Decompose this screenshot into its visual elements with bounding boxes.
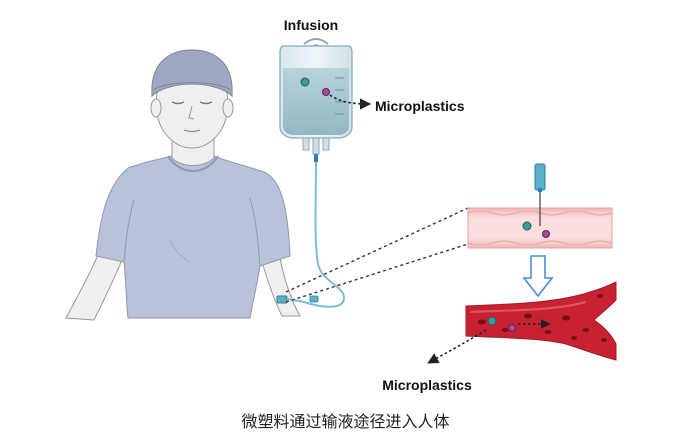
iv-bag [279,38,353,162]
bag-to-label-arrow [329,94,372,110]
blood-vessel [465,281,617,361]
shirt [95,155,291,319]
microplastic-particle-teal [300,77,310,87]
zoom-line-top [285,207,469,293]
vessel-injection-view [467,163,613,249]
vessel-to-label-arrow [427,329,487,364]
syringe-needle [534,163,546,191]
microplastic-particle-purple [322,88,330,96]
microplastics-label-bag: Microplastics [375,98,465,114]
patient-figure [65,49,301,321]
blood-particle-purple [508,324,516,332]
figure-caption: 微塑料通过输液途径进入人体 [241,412,450,431]
vessel-particle-purple [542,230,550,238]
infusion-label: Infusion [284,17,338,33]
right-forearm [261,257,301,317]
vessel-particle-teal [522,221,532,231]
microplastics-label-vessel: Microplastics [382,377,472,393]
blood-particle-teal [487,316,497,326]
beanie [151,49,233,98]
iv-cannula [276,295,288,304]
iv-fluid [283,68,349,135]
iv-tubing [287,161,346,308]
zoom-line-bottom [285,243,469,303]
down-arrow [522,255,554,298]
